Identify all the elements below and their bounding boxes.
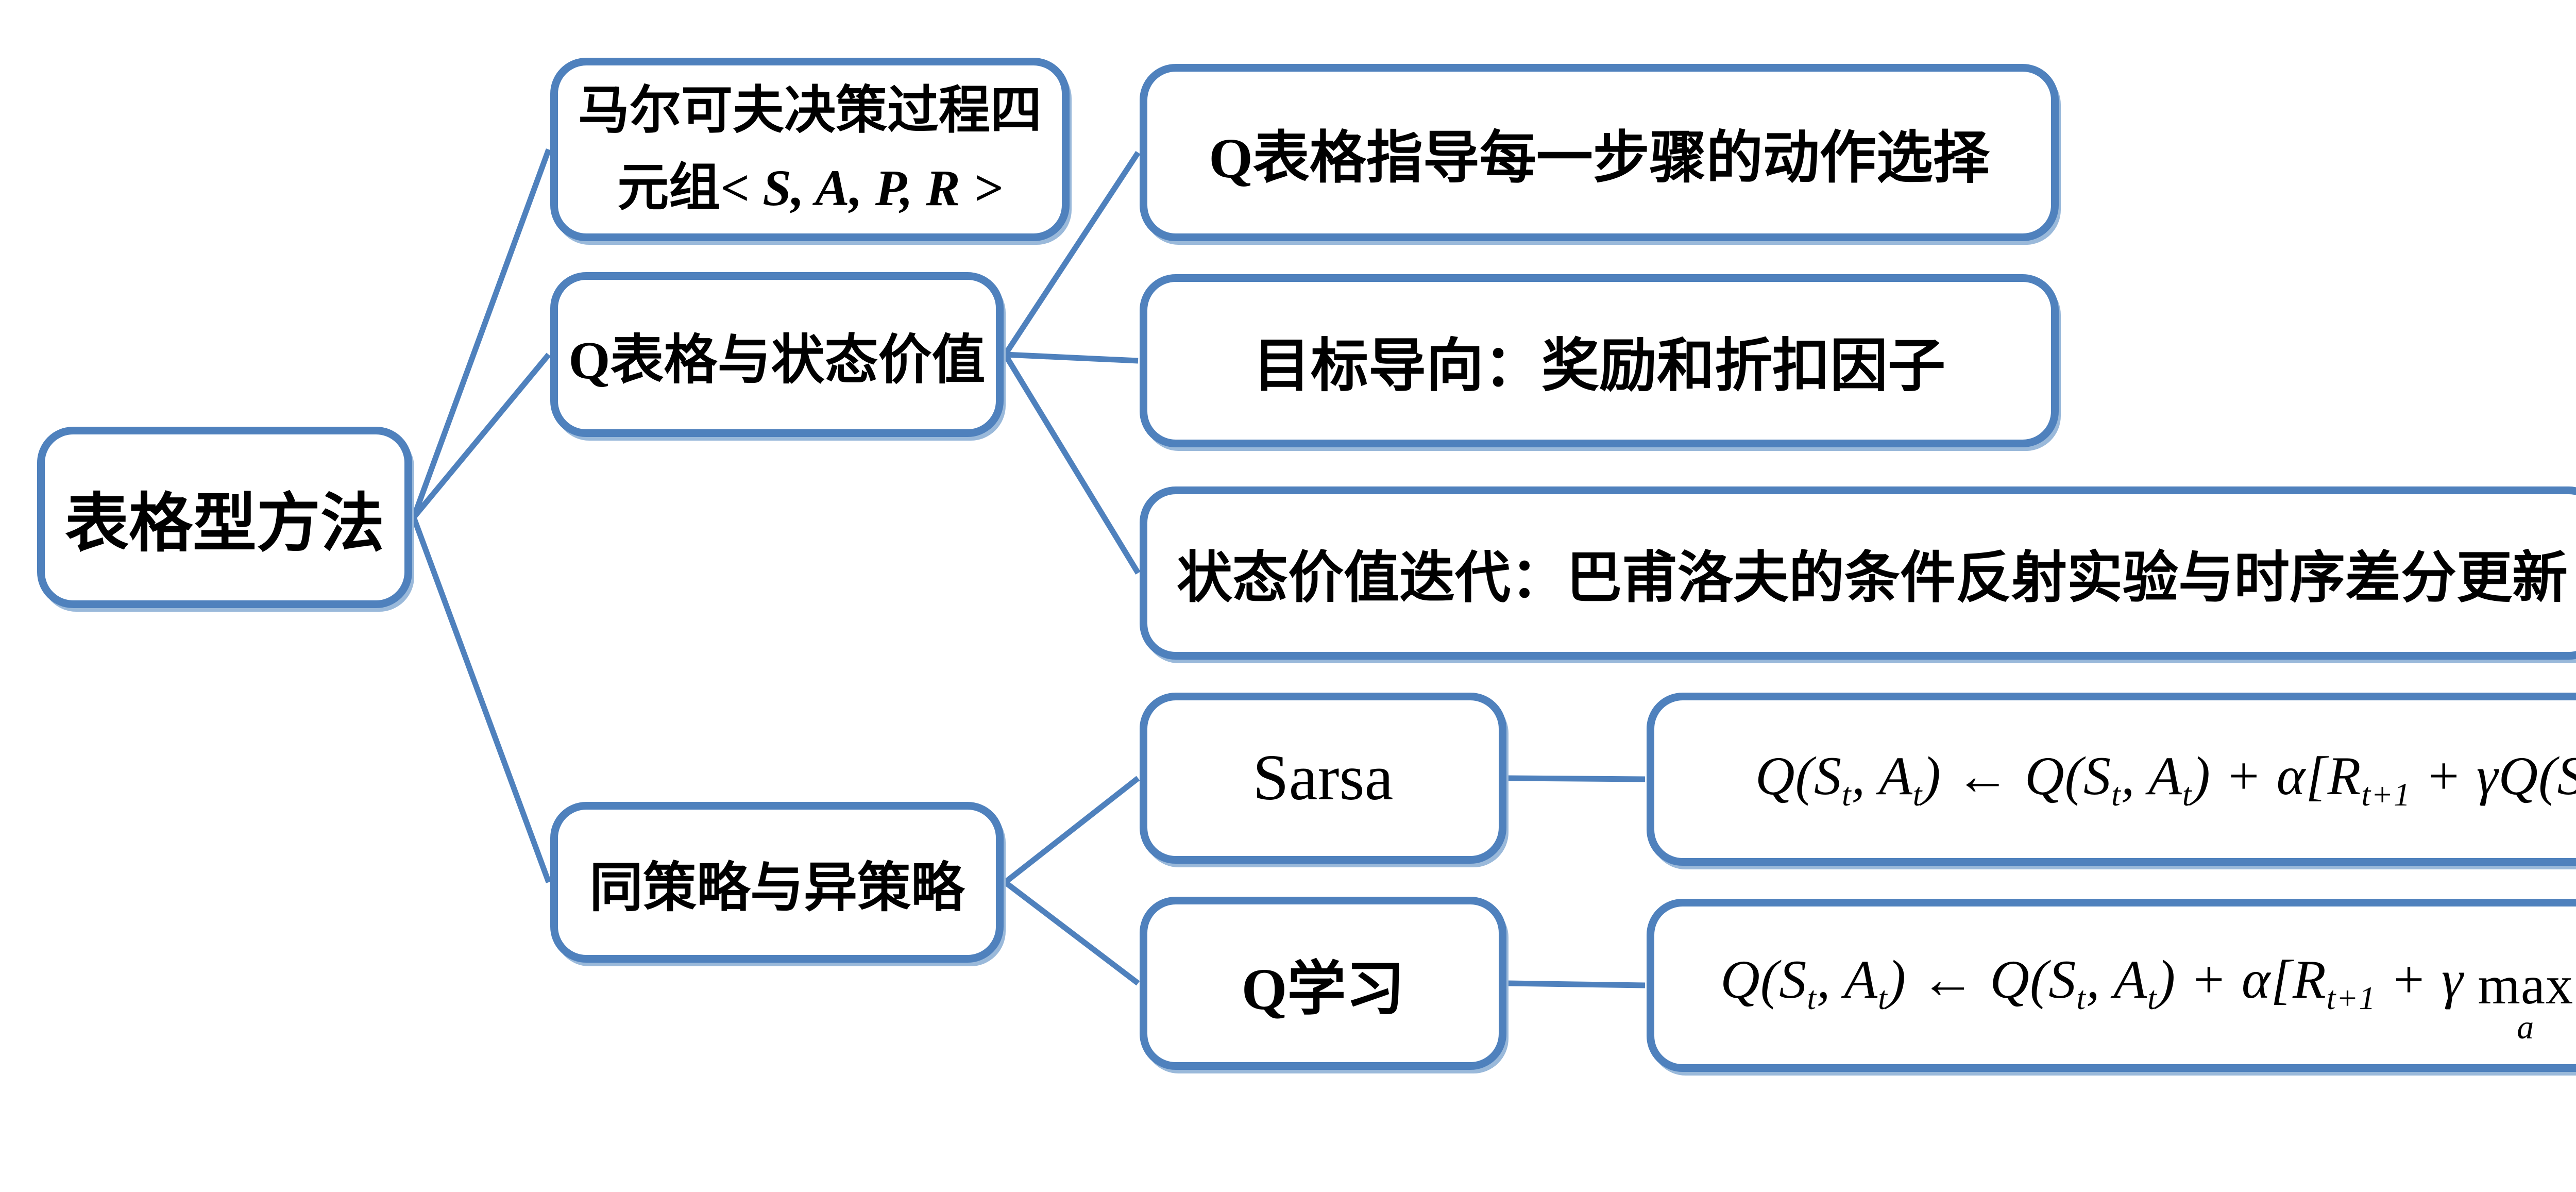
sarsa-formula-text: Q(St, At) ← Q(St, At) + α[Rt+1 + γQ(St+1… xyxy=(1755,745,2576,813)
node-on-off-policy: 同策略与异策略 xyxy=(550,802,1004,963)
node-qlearning-label: Q学习 xyxy=(1241,956,1405,1022)
node-value-leaf-label: 状态价值迭代：巴甫洛夫的条件反射实验与时序差分更新 xyxy=(1176,548,2568,609)
node-state-value-iteration-leaf: 状态价值迭代：巴甫洛夫的条件反射实验与时序差分更新 xyxy=(1140,486,2576,660)
edge-qtable-action xyxy=(1003,150,1141,357)
edge-root-mdp xyxy=(411,148,552,518)
node-mdp-line2-prefix: 元组 xyxy=(617,159,721,216)
node-goal-leaf-label: 目标导向：奖励和折扣因子 xyxy=(1253,334,1945,398)
node-sarsa: Sarsa xyxy=(1140,693,1506,864)
node-qtable-state-value: Q表格与状态价值 xyxy=(550,272,1004,437)
node-action-selection-leaf: Q表格指导每一步骤的动作选择 xyxy=(1140,64,2059,241)
edge-policy-sarsa xyxy=(1003,776,1140,885)
node-mdp-tuple-math: < S, A, P, R > xyxy=(720,159,1003,216)
node-root: 表格型方法 xyxy=(37,427,412,608)
node-action-leaf-label: Q表格指导每一步骤的动作选择 xyxy=(1209,127,1990,190)
node-root-label: 表格型方法 xyxy=(64,489,384,559)
node-qlearning: Q学习 xyxy=(1140,897,1506,1070)
node-mdp-tuple: 马尔可夫决策过程四 元组< S, A, P, R > xyxy=(550,58,1070,241)
edge-qtable-value xyxy=(1003,353,1141,575)
node-policy-label: 同策略与异策略 xyxy=(589,858,964,918)
node-sarsa-label: Sarsa xyxy=(1252,742,1394,814)
node-qtable-label: Q表格与状态价值 xyxy=(568,330,986,390)
edge-qtable-goal xyxy=(1005,351,1139,364)
node-mdp-line1: 马尔可夫决策过程四 xyxy=(578,82,1042,139)
edge-root-policy xyxy=(411,516,552,883)
edge-sarsa-formula xyxy=(1507,775,1646,782)
edge-qlearning-formula xyxy=(1507,980,1646,988)
edge-root-qtable xyxy=(411,352,551,519)
node-sarsa-update-formula: Q(St, At) ← Q(St, At) + α[Rt+1 + γQ(St+1… xyxy=(1647,693,2576,866)
node-mdp-label: 马尔可夫决策过程四 元组< S, A, P, R > xyxy=(578,72,1042,227)
edge-policy-qlearning xyxy=(1003,880,1140,986)
node-goal-oriented-leaf: 目标导向：奖励和折扣因子 xyxy=(1140,274,2059,447)
